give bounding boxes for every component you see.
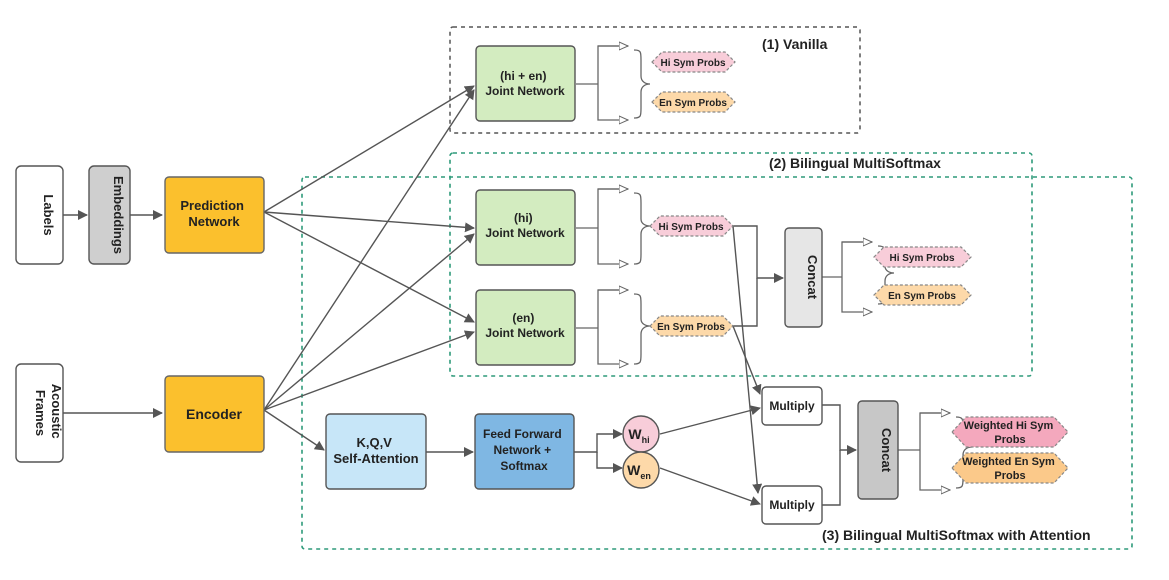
splitter-joint-en-brace (633, 293, 651, 365)
edge-w-en-multiply (659, 467, 761, 506)
joint-network-vanilla (475, 45, 576, 122)
w-hi-label: Whi (628, 426, 649, 445)
acoustic-frames-label: Acoustic Frames (33, 384, 64, 443)
prediction-network-node (164, 176, 265, 254)
concat-mid-label: Concat (805, 255, 820, 300)
edge-en-probs-concat (733, 278, 758, 327)
edge-prediction-joint-en (263, 211, 475, 323)
concat-mid-node (784, 227, 823, 328)
weighted-en-probs-label: Weighted En Sym Probs (962, 456, 1058, 482)
acoustic-frames-node (15, 363, 64, 463)
joint-network-en (475, 289, 576, 366)
edge-prediction-joint-vanilla (263, 85, 475, 213)
vanilla-hi-probs-label: Hi Sym Probs (660, 58, 725, 69)
weighted-hi-probs-label: Weighted Hi Sym Probs (964, 420, 1057, 446)
joint-en-probs (649, 315, 734, 337)
edge-w-hi-multiply (659, 405, 761, 435)
encoder-node (164, 375, 265, 453)
concat-en-probs-label: En Sym Probs (888, 291, 956, 302)
joint-network-vanilla-label: (hi + en) Joint Network (485, 69, 565, 98)
multiply-top-label: Multiply (769, 399, 815, 413)
concat-bottom-label: Concat (879, 428, 894, 473)
weighted-en-probs (951, 452, 1069, 484)
splitter-joint-hi (576, 188, 628, 264)
joint-hi-probs (649, 215, 734, 237)
vanilla-en-probs (651, 91, 736, 113)
self-attention-label: K,Q,V Self-Attention (333, 435, 418, 466)
edge-hi-probs-concat (733, 225, 784, 283)
splitter-vanilla (576, 45, 628, 120)
vanilla-en-probs-label: En Sym Probs (659, 98, 727, 109)
weighted-hi-probs (951, 416, 1069, 448)
region-bilingual (449, 152, 1033, 377)
splitter-joint-en (576, 289, 628, 364)
joint-network-hi (475, 189, 576, 266)
edge-encoder-joint-en (263, 330, 475, 411)
multiply-bottom-node (761, 485, 823, 525)
region-vanilla-title: (1) Vanilla (762, 36, 828, 52)
edge-multiply-top-concat (822, 404, 857, 455)
concat-hi-probs-label: Hi Sym Probs (889, 253, 954, 264)
labels-node (15, 165, 64, 265)
vanilla-hi-probs (651, 51, 736, 73)
edge-hi-probs-multiply-bottom (732, 225, 763, 494)
w-en-label: Wen (627, 462, 651, 481)
splitter-concat-bottom (898, 412, 950, 490)
edges (63, 85, 857, 506)
feed-forward-node (474, 413, 575, 490)
concat-bottom-node (857, 400, 899, 500)
region-attention (301, 176, 1133, 550)
multiply-bottom-label: Multiply (769, 498, 815, 512)
edge-encoder-attention (263, 409, 325, 451)
multiply-top-node (761, 386, 823, 426)
edge-en-probs-multiply-top (732, 325, 762, 395)
embeddings-node (88, 165, 131, 265)
joint-network-hi-label: (hi) Joint Network (485, 211, 565, 240)
joint-hi-probs-label: Hi Sym Probs (658, 222, 723, 233)
edge-multiply-bottom-concat (822, 450, 841, 506)
splitter-joint-hi-brace (633, 192, 651, 265)
edge-ffn-w-en (596, 452, 623, 473)
labels-node-label: Labels (41, 194, 56, 235)
edge-prediction-joint-hi (263, 211, 475, 233)
prediction-network-label: Prediction Network (180, 198, 247, 229)
edge-encoder-joint-hi (263, 233, 475, 411)
feed-forward-label: Feed Forward Network + Softmax (483, 427, 565, 473)
encoder-label: Encoder (186, 406, 243, 422)
embeddings-node-label: Embeddings (111, 176, 126, 254)
splitter-vanilla-brace (633, 49, 651, 119)
edge-ffn-w-hi (574, 429, 623, 453)
edge-encoder-joint-vanilla (263, 89, 475, 411)
region-bilingual-title: (2) Bilingual MultiSoftmax (769, 155, 941, 171)
region-attention-title: (3) Bilingual MultiSoftmax with Attentio… (822, 527, 1091, 543)
splitter-concat-mid (822, 241, 872, 312)
w-en-node (622, 451, 660, 489)
joint-en-probs-label: En Sym Probs (657, 322, 725, 333)
joint-network-en-label: (en) Joint Network (485, 311, 565, 340)
concat-hi-probs (873, 246, 972, 268)
self-attention-node (325, 413, 427, 490)
concat-en-probs (873, 284, 972, 306)
region-vanilla (449, 26, 861, 134)
